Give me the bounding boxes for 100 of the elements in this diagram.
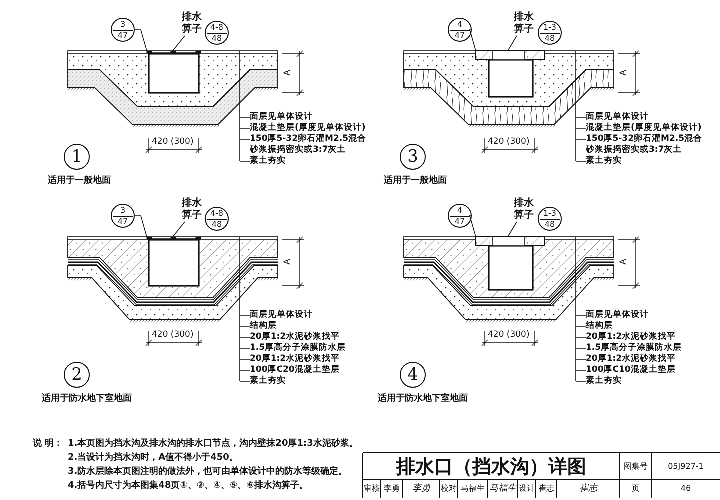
field-label: 图集号 [623,461,649,473]
detail-caption: 适用于防水地下室地面 [378,392,468,405]
detail-reference-number: 1-3 [542,23,558,32]
person-name: 李勇 [383,483,401,495]
note-text: 4.括号内尺寸为本图集48页①、②、④、⑤、⑥排水沟箅子。 [68,480,308,492]
layer-label: 1.5厚高分子涂膜防水层 [586,343,684,354]
drawing-title: 排水口（挡水沟）详图 [395,455,588,479]
layer-label: 素土夯实 [250,376,287,387]
field-label: 审核 [363,483,381,495]
leader-line [134,216,148,238]
layer-label: 20厚1:2水泥砂浆找平 [586,332,678,342]
layer-label: 素土夯实 [586,156,623,167]
notes-heading: 说 明： [33,438,64,450]
callout-text: 排水箅子 [514,12,536,36]
reference-circle [111,204,135,228]
dimension-text: 420 (300) [488,330,530,340]
callout-text: 排水箅子 [182,12,204,36]
layer-label: 20厚1:2水泥砂浆找平 [250,354,342,364]
layer-label: 100厚C10混凝土垫层 [586,365,677,376]
callout-text: 排水箅子 [182,198,204,222]
signature: 马福生 [488,482,518,496]
sheet-number: 47 [116,217,130,226]
leader-line [508,222,518,238]
detail-reference-number: 4-8 [209,23,225,32]
layer-label: 面层见单体设计 [250,112,314,122]
detail-number-circle: 3 [400,144,426,170]
sheet-number: 48 [210,34,224,43]
note-text: 3.防水层除本页图注明的做法外，也可由单体设计中的防水等级确定。 [68,466,348,478]
drain-grate [476,50,546,60]
layer-label: 结构层 [586,321,614,332]
dimension-text: 420 (300) [152,330,194,340]
layer-label: 20厚1:2水泥砂浆找平 [250,332,342,342]
detail-caption: 适用于防水地下室地面 [42,392,132,405]
layer-label: 面层见单体设计 [586,310,650,320]
drain-grate [146,51,202,54]
detail-caption: 适用于一般地面 [48,174,111,187]
layer-label: 150厚5-32卵石灌M2.5混合砂浆振捣密实或3:7灰土 [250,134,368,156]
reference-circle [538,207,562,231]
dimension-text: A [282,70,293,76]
layer-label: 结构层 [250,321,278,332]
reference-circle [205,21,229,45]
leader-line [172,222,186,238]
signature: 李勇 [412,482,432,496]
field-label: 页 [631,483,641,495]
reference-circle [448,18,472,42]
detail-number-circle: 4 [400,362,426,388]
person-name: 崔志 [538,483,556,495]
dimension-text: 420 (300) [152,137,194,147]
layer-label: 1.5厚高分子涂膜防水层 [250,343,348,354]
leader-line [240,236,250,382]
detail-number-circle: 1 [64,144,90,170]
leader-line [172,36,186,52]
dimension-text: 420 (300) [488,137,530,147]
leader-line [469,216,476,238]
drawing-number: 05J927-1 [667,461,705,473]
layer-label: 素土夯实 [250,156,287,167]
layer-label: 混凝土垫层(厚度见单体设计) [250,123,367,134]
leader-line [576,236,586,382]
note-text: 2.当设计为挡水沟时，A值不得小于450。 [68,452,238,464]
sheet-number: 48 [544,220,556,229]
sheet-number: 47 [454,217,466,226]
reference-circle [205,207,229,231]
layer-label: 面层见单体设计 [586,112,650,122]
detail-reference-number: 3 [119,206,127,215]
reference-circle [111,18,135,42]
field-label: 校对 [440,483,458,495]
drain-grate [476,236,546,246]
layer-label: 素土夯实 [586,376,623,387]
detail-caption: 适用于一般地面 [384,174,447,187]
callout-text: 排水箅子 [514,198,536,222]
person-name: 马福生 [460,483,486,495]
page-number: 46 [680,483,692,495]
detail-number-circle: 2 [64,362,90,388]
layer-label: 混凝土垫层(厚度见单体设计) [586,123,703,134]
reference-circle [538,21,562,45]
detail-reference-number: 3 [119,20,127,29]
leader-line [134,30,148,52]
note-text: 1.本页图为挡水沟及排水沟的排水口节点，沟内壁抹20厚1:3水泥砂浆。 [68,438,358,450]
sheet-number: 48 [210,220,224,229]
sheet-number: 48 [544,34,556,43]
field-label: 设计 [518,483,536,495]
sheet-number: 47 [116,31,130,40]
detail-reference-number: 4 [456,206,464,215]
dimension-text: A [282,259,293,265]
signature: 崔志 [578,482,600,496]
drain-grate [146,237,202,240]
detail-reference-number: 4 [456,20,464,29]
layer-label: 面层见单体设计 [250,310,314,320]
layer-label: 100厚C20混凝土垫层 [250,365,341,376]
leader-line [240,50,250,162]
sheet-number: 47 [454,31,466,40]
leader-line [469,30,476,52]
reference-circle [448,204,472,228]
layer-label: 150厚5-32卵石灌M2.5混合砂浆振捣密实或3:7灰土 [586,134,704,156]
leader-line [576,50,586,162]
dimension-text: A [618,259,629,265]
leader-line [508,36,518,52]
detail-reference-number: 4-8 [209,209,225,218]
detail-reference-number: 1-3 [542,209,558,218]
dimension-text: A [618,70,629,76]
